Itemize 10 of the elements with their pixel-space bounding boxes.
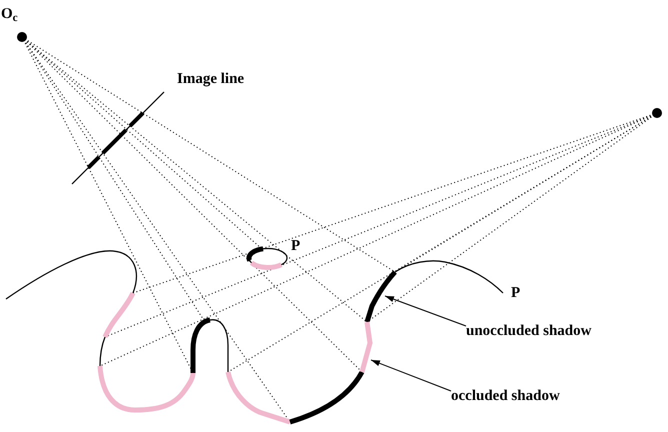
- leader-arrow: [370, 360, 452, 392]
- shadow-segment: [360, 322, 373, 373]
- point-label: P: [291, 239, 300, 254]
- shadow-segment: [364, 270, 397, 323]
- annotation-text: unoccluded shadow: [466, 324, 592, 339]
- point-label: O$_{c}$: [1, 7, 18, 22]
- point-label: P: [511, 286, 520, 301]
- annotation-text: occluded shadow: [451, 389, 560, 404]
- leader-arrow: [384, 296, 466, 326]
- image-line-label: Image line: [177, 72, 244, 87]
